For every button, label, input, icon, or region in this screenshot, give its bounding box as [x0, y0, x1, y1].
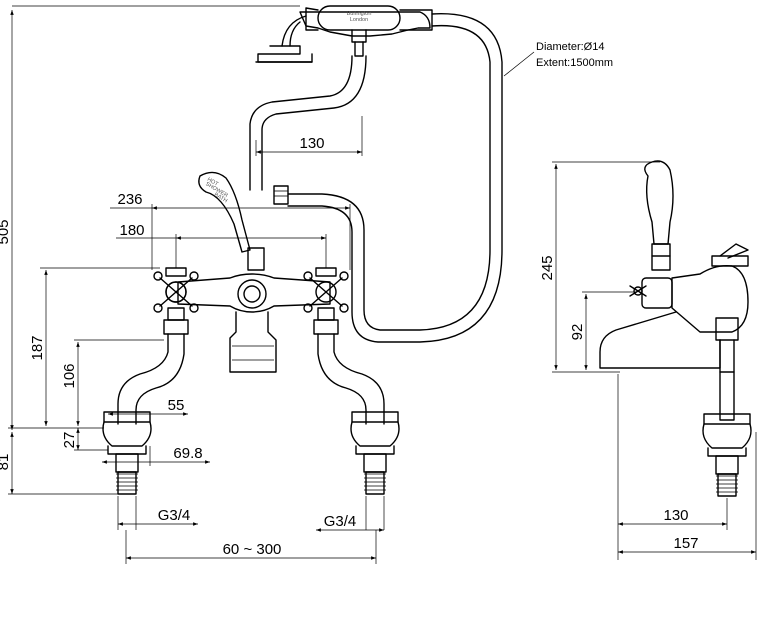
- dim-236: 236: [117, 191, 142, 208]
- dim-27: 27: [61, 432, 78, 449]
- dim-187: 187: [29, 335, 46, 360]
- dim-245: 245: [539, 255, 556, 280]
- left-crosshead-handle: [153, 267, 199, 335]
- lever-hot-label: HOT: [206, 177, 220, 188]
- dim-centres: 60 ~ 300: [223, 541, 282, 558]
- dim-55: 55: [168, 397, 185, 414]
- front-view: Burlington London HOT SHOWER: [0, 5, 613, 564]
- dim-157: 157: [673, 535, 698, 552]
- side-dimensions: 245 92 130 157: [539, 161, 757, 560]
- dim-106: 106: [61, 363, 78, 388]
- dim-505: 505: [0, 219, 12, 244]
- diverter-lever: HOT SHOWER BATH: [198, 171, 265, 271]
- dim-81: 81: [0, 454, 12, 471]
- shower-handset: Burlington London: [249, 5, 433, 205]
- dim-130-reach: 130: [299, 135, 324, 152]
- dim-side-130: 130: [663, 507, 688, 524]
- handset-brand-label: Burlington: [347, 11, 372, 17]
- dim-180: 180: [119, 222, 144, 239]
- right-crosshead-handle: [303, 267, 349, 335]
- side-view: 245 92 130 157: [539, 160, 757, 560]
- shower-hose: [287, 13, 503, 343]
- hose-note: Diameter:Ø14 Extent:1500mm: [503, 41, 613, 77]
- dim-thread-right: G3/4: [324, 513, 357, 530]
- dim-thread-left: G3/4: [158, 507, 191, 524]
- hose-extent-label: Extent:1500mm: [536, 57, 613, 69]
- dim-92: 92: [569, 324, 586, 341]
- dim-69-8: 69.8: [173, 445, 202, 462]
- mixer-body: [177, 273, 331, 373]
- front-dimensions: 505 81 130 236 180: [0, 5, 385, 564]
- right-leg: [317, 333, 400, 495]
- handset-sub-label: London: [350, 17, 368, 23]
- hose-diameter-label: Diameter:Ø14: [536, 41, 604, 53]
